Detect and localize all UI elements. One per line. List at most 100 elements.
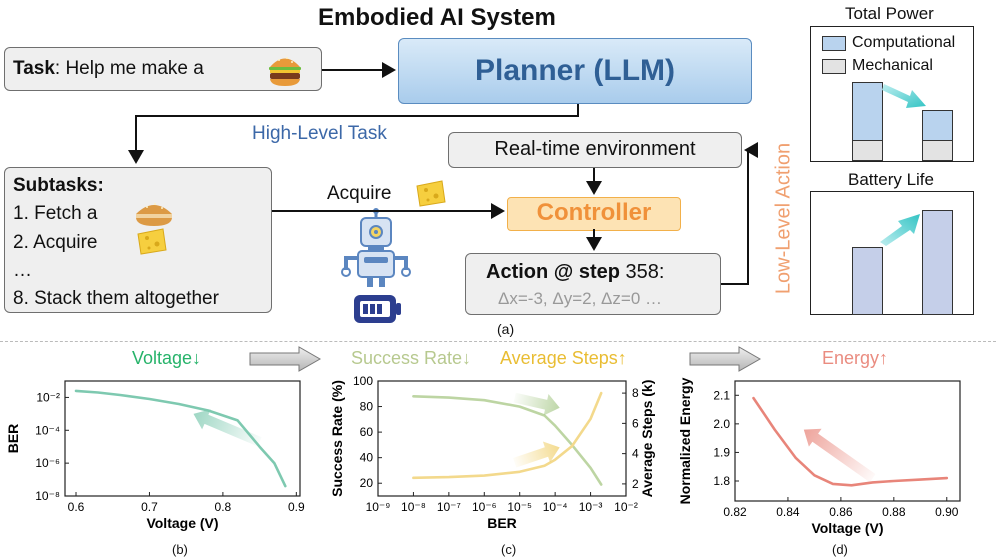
chart-d-frame xyxy=(734,380,961,502)
x-tick-label: 10⁻⁴ xyxy=(543,500,568,514)
y-tick-label: 1.8 xyxy=(713,474,730,488)
action-box: Action @ step 358: Δx=-3, Δy=2, Δz=0 … xyxy=(465,253,721,315)
battery-life-panel xyxy=(810,191,974,315)
panel-label-d: (d) xyxy=(832,542,848,557)
x-tick-label: 0.9 xyxy=(288,500,305,514)
power-bar-mechanical xyxy=(852,140,883,161)
legend-label-computational: Computational xyxy=(852,34,956,51)
subtasks-box: Subtasks: 1. Fetch a 2. Acquire … 8. Sta… xyxy=(4,167,272,313)
success-rate-down-label: Success Rate↓ xyxy=(351,348,472,368)
planner-box: Planner (LLM) xyxy=(398,38,752,104)
x-tick-label: 10⁻⁶ xyxy=(472,500,497,514)
burger-icon xyxy=(269,57,301,86)
diagram-title: Embodied AI System xyxy=(318,4,556,31)
chart-b-frame xyxy=(64,380,301,497)
bun-icon xyxy=(136,203,172,226)
decrease-arrow-icon xyxy=(882,84,926,108)
x-tick-label: 0.7 xyxy=(141,500,158,514)
realtime-environment-box: Real-time environment xyxy=(448,132,742,168)
right-arrow-icon xyxy=(249,346,321,372)
task-box: Task: Help me make a xyxy=(4,47,322,91)
steps-trend-arrow xyxy=(513,441,560,468)
flow-arrows xyxy=(128,62,758,285)
x-tick-label: 10⁻² xyxy=(614,500,638,514)
increase-arrow-icon xyxy=(880,214,920,246)
right-arrow-icon xyxy=(689,346,761,372)
panel-label-b: (b) xyxy=(172,542,188,557)
voltage-trend-arrow xyxy=(193,409,262,447)
action-step-word: step xyxy=(578,261,620,283)
y-tick-label: 8 xyxy=(632,386,639,400)
energy-up-label: Energy↑ xyxy=(822,348,889,368)
battery-bar-before xyxy=(852,247,883,315)
x-tick-label: 0.88 xyxy=(882,505,906,519)
y-tick-label: 10⁻⁴ xyxy=(35,423,60,437)
average-steps-series-line xyxy=(412,391,603,480)
y-tick-label: 4 xyxy=(632,447,639,461)
power-bar-computational xyxy=(922,110,953,141)
x-tick-label: 10⁻⁷ xyxy=(437,500,461,514)
x-axis-label: BER xyxy=(487,515,517,531)
y-axis-label: BER xyxy=(5,424,21,454)
controller-box: Controller xyxy=(507,197,681,231)
y-tick-label: 60 xyxy=(360,425,374,439)
section-divider xyxy=(0,341,996,342)
subtask-item: 2. Acquire xyxy=(13,232,98,253)
x-tick-label: 0.90 xyxy=(935,505,959,519)
battery-icon xyxy=(354,295,401,323)
x-tick-label: 10⁻⁹ xyxy=(366,500,391,514)
x-tick-label: 0.86 xyxy=(829,505,853,519)
subtask-item: 8. Stack them altogether xyxy=(13,288,219,309)
x-tick-label: 10⁻⁵ xyxy=(507,500,532,514)
y-tick-label: 10⁻⁶ xyxy=(35,456,60,470)
action-prefix: Action @ xyxy=(486,261,579,283)
y-tick-label: 10⁻⁸ xyxy=(35,489,60,503)
power-bar-computational xyxy=(852,82,883,141)
success-trend-arrow xyxy=(513,392,560,416)
x-tick-label: 0.6 xyxy=(68,500,85,514)
x-tick-label: 0.82 xyxy=(723,505,747,519)
y-tick-label: 40 xyxy=(360,451,374,465)
x-tick-label: 10⁻⁸ xyxy=(401,500,426,514)
ber-series-line xyxy=(74,389,287,488)
voltage-down-label: Voltage↓ xyxy=(132,348,202,368)
action-step-number: 358: xyxy=(619,261,665,283)
y-tick-label: 80 xyxy=(360,400,374,414)
total-power-title: Total Power xyxy=(845,4,934,23)
success-rate-series-line xyxy=(412,394,603,486)
y-tick-label: 20 xyxy=(360,476,374,490)
power-bar-mechanical xyxy=(922,140,953,161)
y-axis-label: Success Rate (%) xyxy=(329,380,345,497)
y-axis-label-right: Average Steps (k) xyxy=(639,380,655,498)
task-label: Task xyxy=(13,58,55,79)
panel-label-a: (a) xyxy=(497,321,515,337)
y-tick-label: 2.1 xyxy=(713,388,730,402)
y-tick-label: 10⁻² xyxy=(36,390,60,404)
y-tick-label: 6 xyxy=(632,416,639,430)
y-tick-label: 100 xyxy=(353,374,373,388)
high-level-task-label: High-Level Task xyxy=(252,123,387,144)
x-tick-label: 0.84 xyxy=(776,505,800,519)
battery-life-title: Battery Life xyxy=(848,170,934,189)
cheese-icon xyxy=(416,180,446,207)
y-tick-label: 1.9 xyxy=(713,445,730,459)
subtask-item: … xyxy=(13,260,32,281)
panel-label-c: (c) xyxy=(501,542,517,557)
total-power-panel xyxy=(810,26,974,162)
y-axis-label: Normalized Energy xyxy=(677,377,693,504)
x-axis-label: Voltage (V) xyxy=(146,515,218,531)
subtask-item: 1. Fetch a xyxy=(13,203,98,224)
y-tick-label: 2 xyxy=(632,477,639,491)
chart-c-frame xyxy=(377,380,627,497)
legend-swatch-computational xyxy=(822,36,846,51)
average-steps-up-label: Average Steps↑ xyxy=(500,348,627,368)
energy-series-line xyxy=(752,396,949,487)
x-tick-label: 0.8 xyxy=(215,500,232,514)
y-tick-label: 2.0 xyxy=(713,417,730,431)
battery-bar-after xyxy=(922,210,953,315)
action-deltas: Δx=-3, Δy=2, Δz=0 … xyxy=(498,289,662,308)
x-tick-label: 10⁻³ xyxy=(579,500,603,514)
legend-swatch-mechanical xyxy=(822,59,846,74)
cheese-icon xyxy=(137,228,167,255)
